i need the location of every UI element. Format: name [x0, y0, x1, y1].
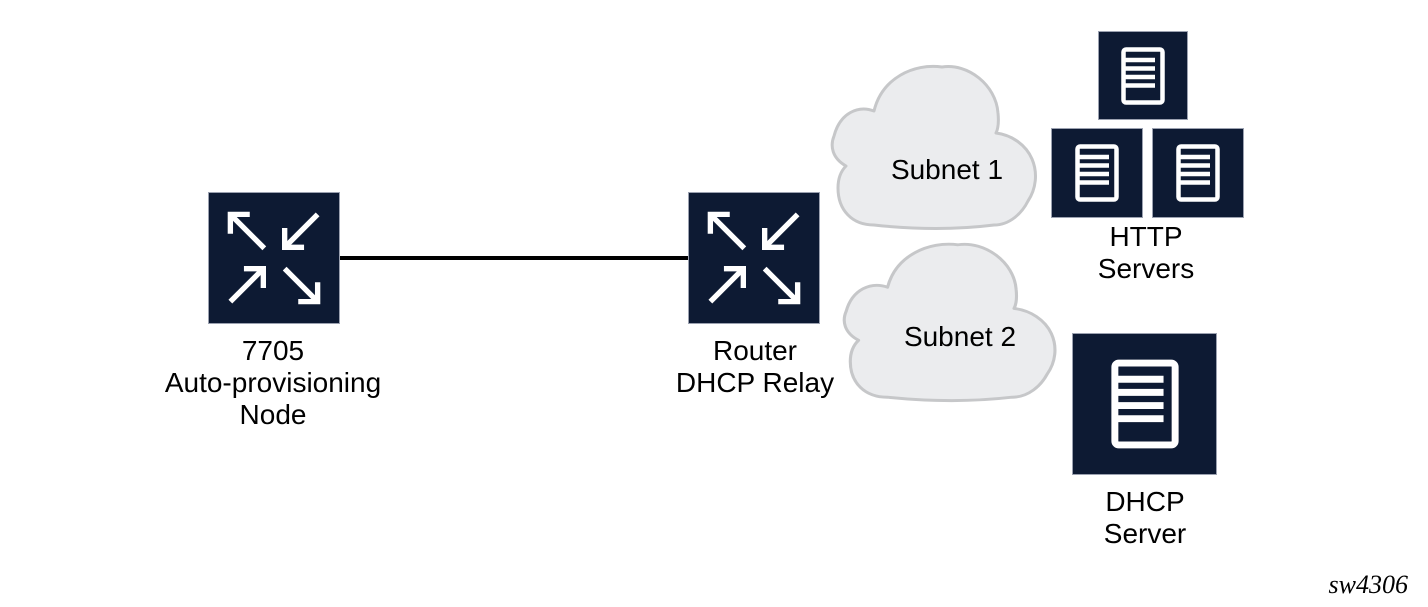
dhcp-server-node [1072, 333, 1217, 475]
server-document-icon [1075, 144, 1119, 202]
label-line: Servers [1097, 253, 1195, 284]
node-router-label: Router DHCP Relay [630, 335, 880, 399]
node-7705-label: 7705 Auto-provisioning Node [123, 335, 423, 431]
label-line: DHCP Relay [675, 367, 835, 398]
link-7705-to-router [340, 256, 688, 260]
router-arrows-icon [707, 211, 801, 305]
label-line: 7705 [241, 335, 305, 366]
router-arrows-icon [227, 211, 321, 305]
server-document-icon [1176, 144, 1220, 202]
http-server-3 [1152, 128, 1244, 218]
label-line: Node [239, 399, 307, 430]
http-server-1 [1098, 31, 1188, 120]
server-document-icon [1121, 46, 1165, 105]
subnet-1-cloud-icon [830, 64, 1037, 230]
subnet-1-label: Subnet 1 [890, 154, 1004, 185]
server-document-icon [1110, 359, 1179, 449]
subnet-2-cloud-icon [842, 242, 1057, 403]
label-line: Router [712, 335, 798, 366]
node-router-dhcp-relay [688, 192, 820, 324]
dhcp-server-label: DHCP Server [1045, 486, 1245, 550]
node-7705-autoprovisioning [208, 192, 340, 324]
http-server-2 [1051, 128, 1143, 218]
figure-id: sw4306 [1328, 570, 1408, 599]
label-line: Server [1103, 518, 1187, 549]
http-servers-label: HTTP Servers [1046, 221, 1246, 285]
subnet-2-label: Subnet 2 [903, 321, 1017, 352]
label-line: DHCP [1105, 486, 1185, 517]
label-line: Auto-provisioning [164, 367, 382, 398]
label-line: HTTP [1109, 221, 1183, 252]
